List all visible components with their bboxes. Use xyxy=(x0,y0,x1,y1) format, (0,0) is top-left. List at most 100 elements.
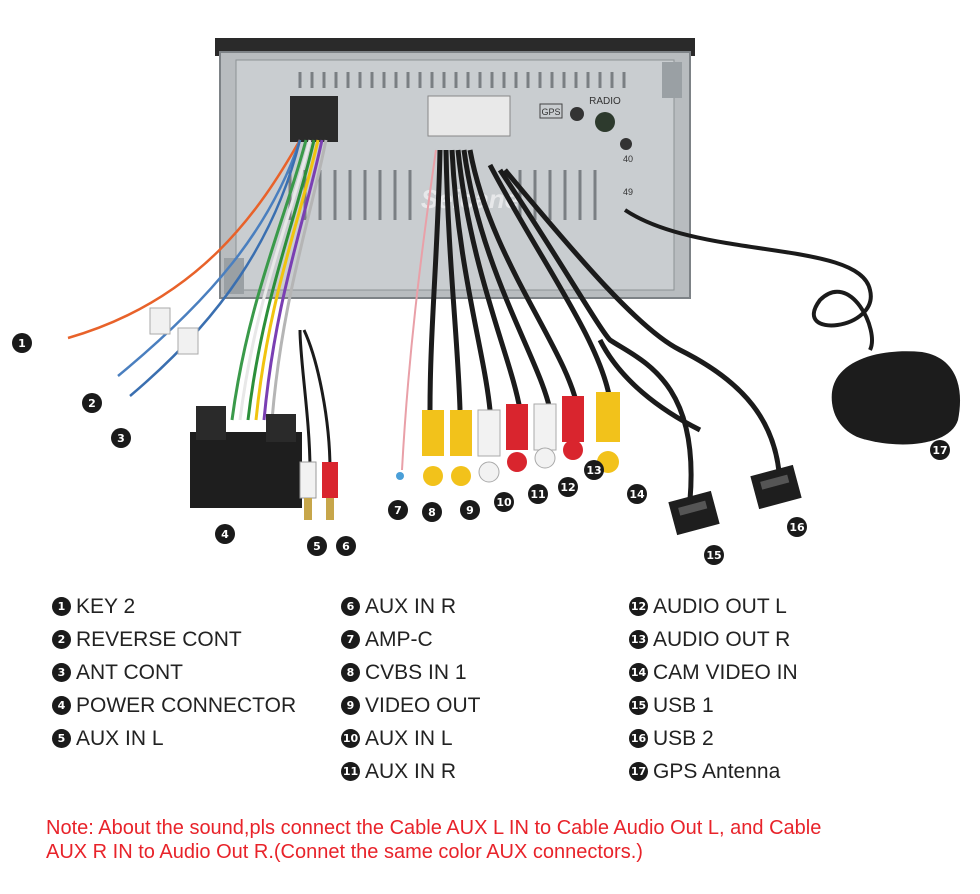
gps-port-label: GPS xyxy=(541,107,560,117)
callout-7: 7 xyxy=(388,500,408,520)
legend-badge: 1 xyxy=(52,597,71,616)
legend-badge: 11 xyxy=(341,762,360,781)
callout-6: 6 xyxy=(336,536,356,556)
aux-rca-plugs xyxy=(299,461,338,520)
legend-badge: 3 xyxy=(52,663,71,682)
legend-label: GPS Antenna xyxy=(653,759,781,783)
legend-label: CAM VIDEO IN xyxy=(653,660,798,684)
legend-label: REVERSE CONT xyxy=(76,627,242,651)
camera-usb-cables xyxy=(487,163,783,501)
multi-pin-socket xyxy=(427,95,511,137)
gps-antenna xyxy=(623,208,961,445)
legend-badge: 16 xyxy=(629,729,648,748)
legend-badge: 2 xyxy=(52,630,71,649)
legend-item-aux-in-r-2: 11 AUX IN R xyxy=(341,755,631,788)
callout-13: 13 xyxy=(584,460,604,480)
callout-14: 14 xyxy=(627,484,647,504)
callout-12: 12 xyxy=(558,477,578,497)
port-40-label: 40 xyxy=(623,154,633,164)
wire-tag-1 xyxy=(149,307,171,335)
legend-badge: 12 xyxy=(629,597,648,616)
legend-item-amp-c: 7 AMP-C xyxy=(341,623,631,656)
legend-label: AUX IN L xyxy=(365,726,453,750)
legend-label: AUX IN R xyxy=(365,759,457,783)
legend-item-audio-out-r: 13 AUDIO OUT R xyxy=(629,623,919,656)
callout-9: 9 xyxy=(460,500,480,520)
svg-text:5: 5 xyxy=(313,540,321,553)
rca-plugs xyxy=(396,396,584,486)
callout-8: 8 xyxy=(422,502,442,522)
svg-text:14: 14 xyxy=(629,488,645,501)
svg-text:6: 6 xyxy=(342,540,350,553)
gps-port-label-box xyxy=(539,103,563,119)
legend-item-cam-video-in: 14 CAM VIDEO IN xyxy=(629,656,919,689)
svg-text:13: 13 xyxy=(586,464,601,477)
legend-label: AUX IN R xyxy=(365,594,457,618)
callout-10: 10 xyxy=(494,492,514,512)
bracket-right xyxy=(662,62,682,98)
legend-badge: 10 xyxy=(341,729,360,748)
legend-badge: 4 xyxy=(52,696,71,715)
legend-label: USB 2 xyxy=(653,726,714,750)
legend-label: CVBS IN 1 xyxy=(365,660,467,684)
legend-badge: 15 xyxy=(629,696,648,715)
legend-badge: 7 xyxy=(341,630,360,649)
svg-text:10: 10 xyxy=(496,496,512,509)
radio-port-label: RADIO xyxy=(589,96,621,107)
legend-badge: 8 xyxy=(341,663,360,682)
legend-badge: 13 xyxy=(629,630,648,649)
legend-badge: 17 xyxy=(629,762,648,781)
gps-socket xyxy=(570,107,584,121)
legend-label: AMP-C xyxy=(365,627,433,651)
legend-item-power-connector: 4 POWER CONNECTOR xyxy=(52,689,342,722)
callout-3: 3 xyxy=(111,428,131,448)
callout-1: 1 xyxy=(12,333,32,353)
callout-2: 2 xyxy=(82,393,102,413)
callout-16: 16 xyxy=(787,517,807,537)
callout-11: 11 xyxy=(528,484,548,504)
note-line-2: AUX R IN to Audio Out R.(Connet the same… xyxy=(46,841,643,863)
legend-label: VIDEO OUT xyxy=(365,693,481,717)
legend-item-reverse-cont: 2 REVERSE CONT xyxy=(52,623,342,656)
legend-badge: 5 xyxy=(52,729,71,748)
note-line-1: Note: About the sound,pls connect the Ca… xyxy=(46,817,822,839)
svg-text:16: 16 xyxy=(789,521,805,534)
sound-connection-note: Note: About the sound,pls connect the Ca… xyxy=(46,816,946,864)
legend-item-gps-antenna: 17 GPS Antenna xyxy=(629,755,919,788)
small-socket xyxy=(620,138,632,150)
legend-badge: 14 xyxy=(629,663,648,682)
svg-text:7: 7 xyxy=(394,504,402,517)
legend-item-usb-2: 16 USB 2 xyxy=(629,722,919,755)
legend-label: AUDIO OUT R xyxy=(653,627,791,651)
usb-plugs xyxy=(668,464,802,536)
callout-4: 4 xyxy=(215,524,235,544)
svg-text:9: 9 xyxy=(466,504,474,517)
legend-item-aux-in-l-2: 10 AUX IN L xyxy=(341,722,631,755)
legend-label: POWER CONNECTOR xyxy=(76,693,297,717)
svg-text:1: 1 xyxy=(18,337,26,350)
power-connector xyxy=(190,406,302,508)
svg-text:4: 4 xyxy=(221,528,229,541)
svg-text:2: 2 xyxy=(88,397,96,410)
callout-5: 5 xyxy=(307,536,327,556)
callout-15: 15 xyxy=(704,545,724,565)
svg-text:3: 3 xyxy=(117,432,125,445)
svg-text:15: 15 xyxy=(706,549,721,562)
legend-item-key-2: 1 KEY 2 xyxy=(52,590,342,623)
radio-socket xyxy=(595,112,615,132)
power-harness xyxy=(230,139,332,471)
cam-rca-plug xyxy=(596,392,620,473)
port-49-label: 49 xyxy=(623,187,633,197)
legend-label: KEY 2 xyxy=(76,594,136,618)
svg-text:11: 11 xyxy=(530,488,545,501)
loose-wires xyxy=(67,139,302,397)
